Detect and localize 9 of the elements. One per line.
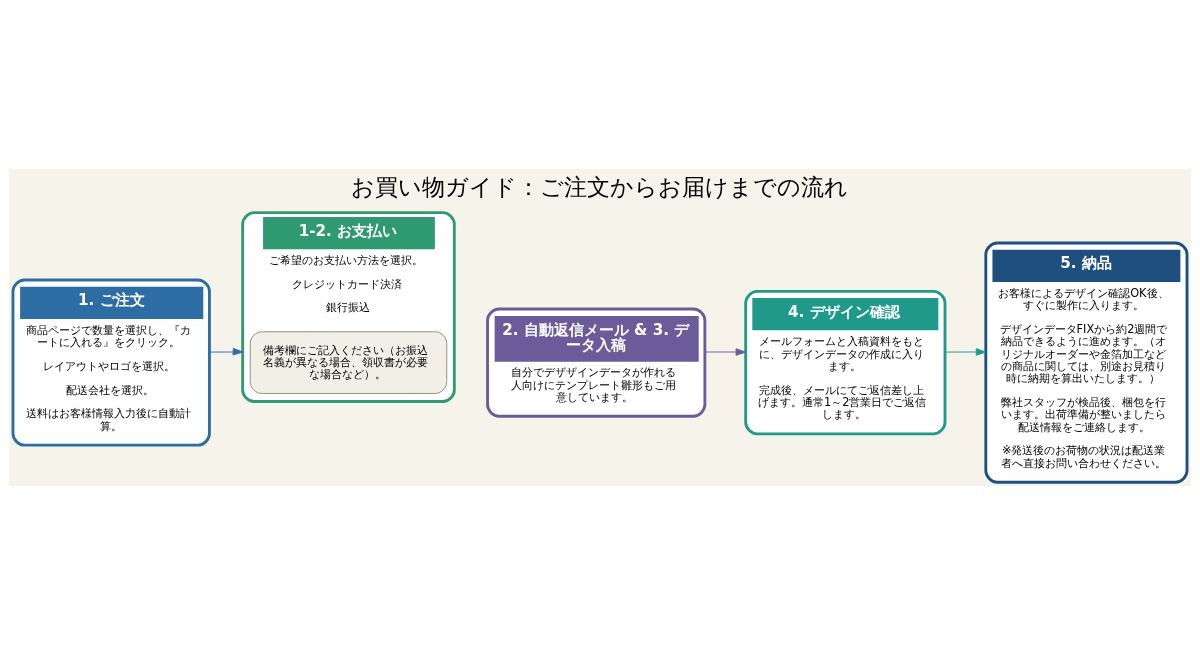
node-box: 備考欄にご記入ください（お振込名義が異なる場合、領収書が必要な場合など）。 [249,331,448,394]
arrow [209,347,244,356]
arrow [704,348,747,356]
arrow [944,348,987,356]
node-box: 1. ご注文 商品ページで数量を選択し、『カートに入れる』をクリック。 レイアウトやロゴを選択。 配送会社を選択。 送料はお客様情報入力後に自動計算。 [11,278,211,447]
node-box: 2. 自動返信メール & 3. データ入稿 自分でデザザインデータが作れる人向けにテンプレート雛形もご用意しています。 [486,307,707,418]
node-box: 4. デザイン確認 メールフォームと入稿資料をもとに、デザインデータの作成に入ります。 完成後、メールにてご返信差し上げます。通常1～2営業日でご返信します。 [744,290,947,436]
diagram-title: お買い物ガイド：ご注文からお届けまでの流れ [351,173,849,200]
node-box: 5. 納品 お客様によるデザイン確認OK後、すぐに製作に入ります。 デザインデータFIXから約2週間で納品できるように進めます。（オリジナルオーダーや金箔加工などの商品に関しては、別途お見積り時に納期を算出いたします。） 弊社スタッフが検品後、梱包を行います。出荷準備が整いましたら配送情報をご連絡します。 ※発送後のお荷物の状況は配送業者へ直接お問い合わせください。 [984,241,1189,484]
